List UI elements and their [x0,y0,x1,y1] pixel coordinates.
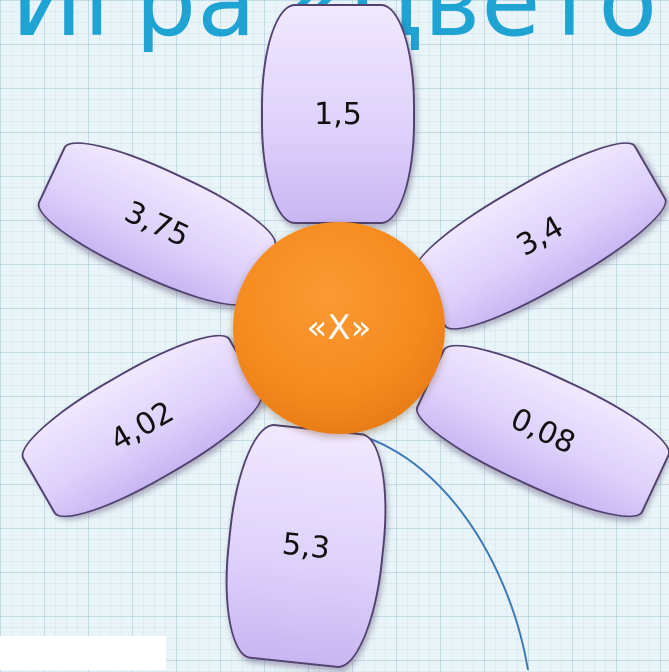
blank-area [0,636,166,670]
petal-bottom-value: 5,3 [280,526,332,566]
flower-center-label: «X» [306,308,372,348]
petal-lower-right-value: 0,08 [505,401,581,461]
petal-top[interactable]: 1,5 [261,4,415,224]
flower-center[interactable]: «X» [233,222,445,434]
petal-upper-left-value: 3,75 [119,194,195,254]
petal-upper-right-value: 3,4 [510,208,570,264]
petal-top-value: 1,5 [314,96,362,132]
petal-lower-left-value: 4,02 [104,394,180,458]
